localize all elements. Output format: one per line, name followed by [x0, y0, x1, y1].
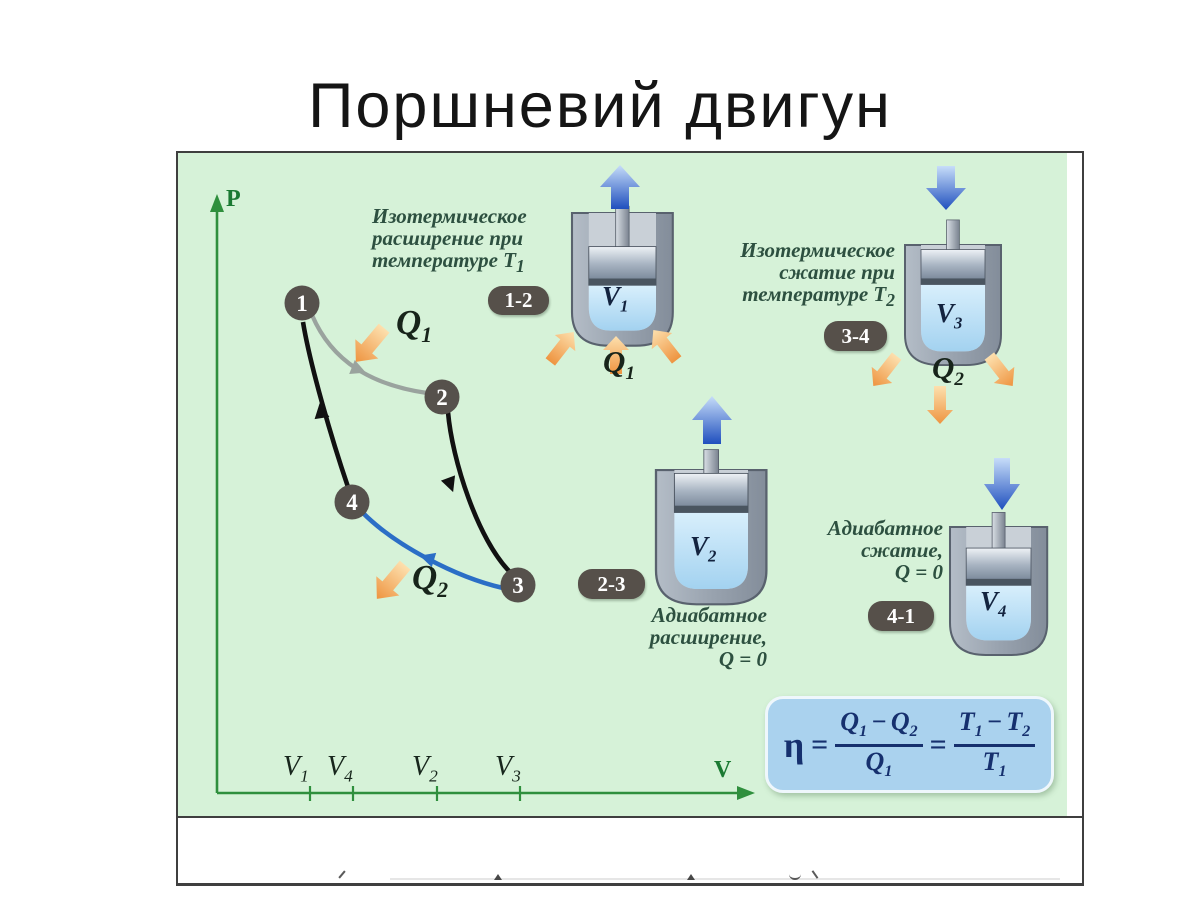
heat-q1-piston-label: Q1: [603, 344, 635, 385]
efficiency-formula: η = Q1 − Q2 Q1 = T1 − T2 T1: [765, 696, 1054, 793]
cropped-text-remnant: [687, 874, 695, 880]
gas-volume-label-v1: V1: [602, 281, 629, 316]
caption-adiabatic-expansion: Адиабатное расширение, Q = 0: [649, 603, 767, 671]
badge-2-3: 2-3: [578, 569, 645, 599]
heat-fraction: Q1 − Q2 Q1: [835, 709, 923, 779]
cropped-caption-strip: [178, 816, 1082, 883]
gas-volume-label-v4: V4: [980, 586, 1007, 621]
v-tick-label-v1: V1: [283, 751, 309, 786]
cropped-text-remnant: [494, 874, 502, 880]
caption-isothermal-expansion: Изотермическое расширение при температур…: [372, 204, 527, 277]
v-tick-label-v4: V4: [327, 751, 353, 786]
gas-volume-label-v2: V2: [690, 531, 717, 566]
heat-q1-diagram-label: Q1: [396, 303, 433, 347]
v-axis-label: V: [714, 757, 732, 783]
cropped-text-remnant: [390, 878, 1060, 880]
temperature-fraction: T1 − T2 T1: [953, 709, 1036, 779]
cropped-text-remnant: [789, 872, 801, 880]
badge-3-4: 3-4: [824, 321, 887, 351]
caption-adiabatic-compression: Адиабатное сжатие, Q = 0: [827, 516, 943, 584]
caption-isothermal-compression: Изотермическое сжатие при температуре T2: [740, 238, 895, 311]
gas-volume-label-v3: V3: [936, 298, 963, 333]
v-tick-label-v2: V2: [412, 751, 438, 786]
p-axis-label: P: [226, 186, 241, 212]
heat-q2-diagram-label: Q2: [412, 558, 449, 602]
slide-title: Поршневий двигун: [308, 71, 892, 141]
eta-symbol: η: [783, 724, 805, 765]
v-tick-label-v3: V3: [495, 751, 521, 786]
badge-4-1: 4-1: [868, 601, 934, 631]
heat-q2-piston-label: Q2: [932, 350, 964, 391]
cropped-text-remnant: [338, 870, 346, 879]
badge-1-2: 1-2: [488, 286, 549, 315]
